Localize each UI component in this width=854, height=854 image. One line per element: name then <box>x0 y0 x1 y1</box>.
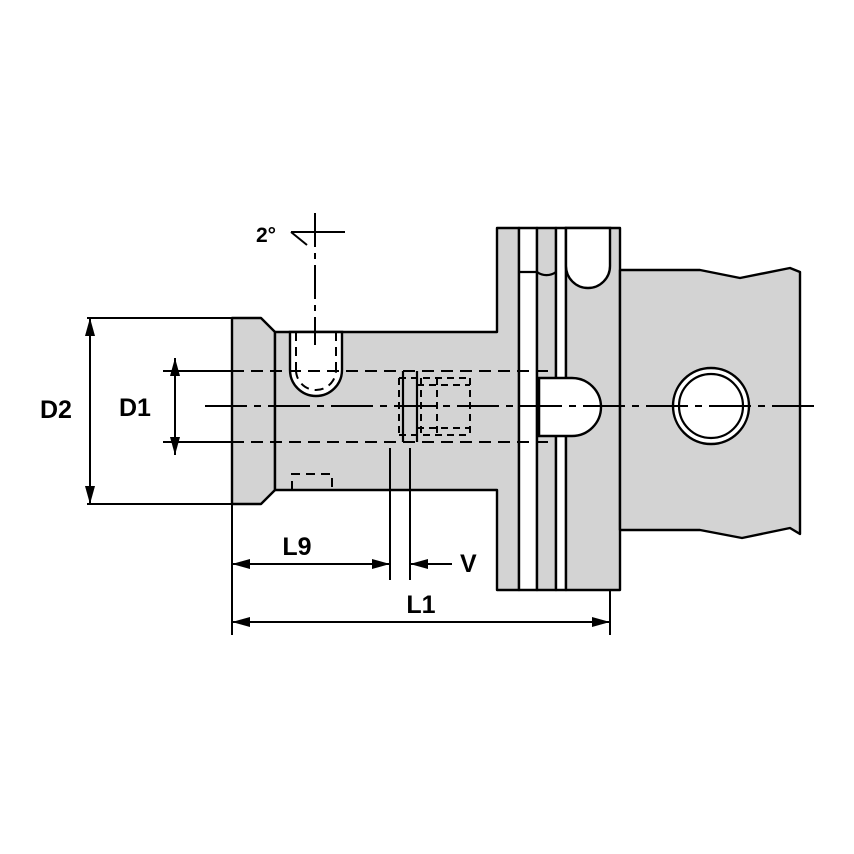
d2-arrow-top <box>85 318 95 336</box>
angle-annotation: 2° <box>256 213 345 345</box>
top-bore-cut <box>288 330 344 398</box>
l1-arrow-left <box>232 617 250 627</box>
dimension-d1: D1 <box>119 358 232 455</box>
mid-body <box>273 226 521 592</box>
dimension-l1: L1 <box>231 504 611 635</box>
v-arrow-left <box>410 559 428 569</box>
dimension-v: V <box>409 448 477 580</box>
shank-body <box>230 316 277 506</box>
l1-label: L1 <box>406 591 435 619</box>
flange-top-slot <box>564 226 612 290</box>
d1-arrow-bottom <box>170 437 180 455</box>
d2-arrow-bottom <box>85 486 95 504</box>
flange-slot-curve <box>536 271 557 277</box>
d2-label: D2 <box>40 396 72 424</box>
internal-features <box>232 226 751 490</box>
angle-leader <box>290 231 308 246</box>
top-bore-dash-arc <box>295 369 337 391</box>
d1-arrow-top <box>170 358 180 376</box>
flange-groove-left <box>517 226 539 592</box>
l9-arrow-left <box>232 559 250 569</box>
angle-label: 2° <box>256 224 276 247</box>
v-label: V <box>460 550 477 578</box>
dimension-d2: D2 <box>40 317 232 505</box>
bottom-keyway-dash <box>291 473 333 490</box>
dimension-l9: L9 <box>231 448 391 580</box>
d1-label: D1 <box>119 394 151 422</box>
l9-arrow-right <box>372 559 390 569</box>
l9-label: L9 <box>282 533 311 561</box>
l1-arrow-right <box>592 617 610 627</box>
